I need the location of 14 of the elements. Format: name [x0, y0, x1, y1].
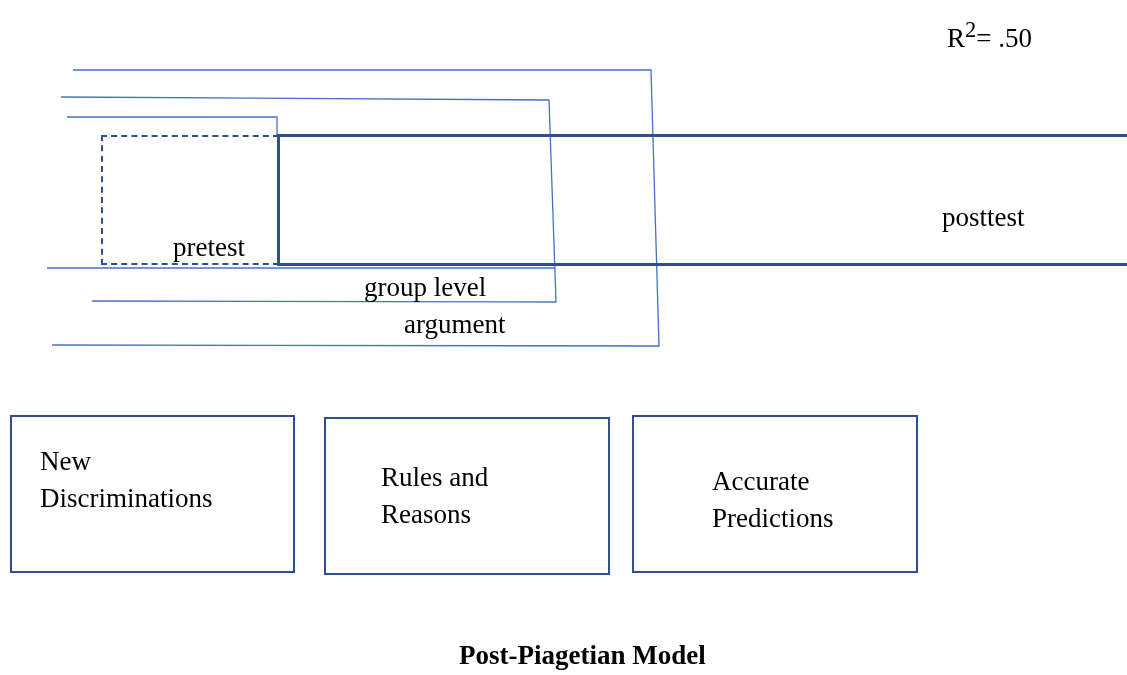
node-text: posttest [942, 201, 1025, 234]
bracket-label: group level [364, 271, 487, 304]
node-text: Rules and Reasons [381, 461, 490, 531]
bracket-label: argument [404, 308, 506, 341]
caption: Post-Piagetian Model [459, 639, 706, 672]
r-squared-label: R$^{2}$= .50 [947, 16, 1032, 55]
process-box [324, 417, 610, 575]
process-box [632, 415, 918, 573]
process-box [10, 415, 295, 573]
node-text: New Discriminations [40, 445, 214, 515]
posttest-band [277, 134, 1127, 266]
dashed-box [101, 135, 279, 265]
node-text: pretest [173, 231, 245, 264]
node-text: Accurate Predictions [712, 465, 835, 535]
